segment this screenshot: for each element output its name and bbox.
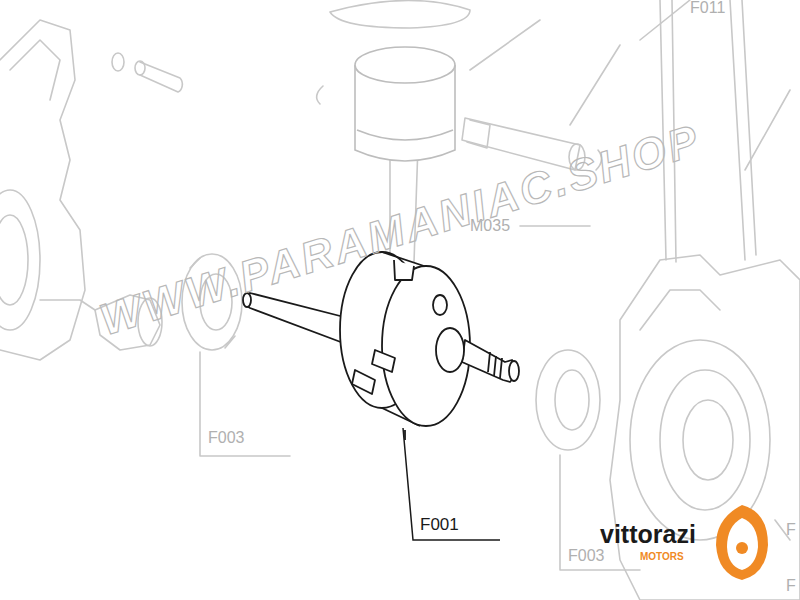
- callout-number: F003: [208, 430, 244, 446]
- piston: [355, 47, 455, 161]
- leader-line: [403, 428, 500, 540]
- brand-subtitle: MOTORS: [640, 552, 684, 562]
- callout-number: F011: [690, 0, 725, 16]
- brand-name: vittorazi: [600, 522, 696, 547]
- callout-number: F: [786, 578, 796, 594]
- callout-number: F003: [568, 548, 604, 564]
- callout-number: F001: [420, 516, 459, 533]
- logo-icon: [716, 505, 768, 580]
- callout-number: F: [786, 522, 796, 538]
